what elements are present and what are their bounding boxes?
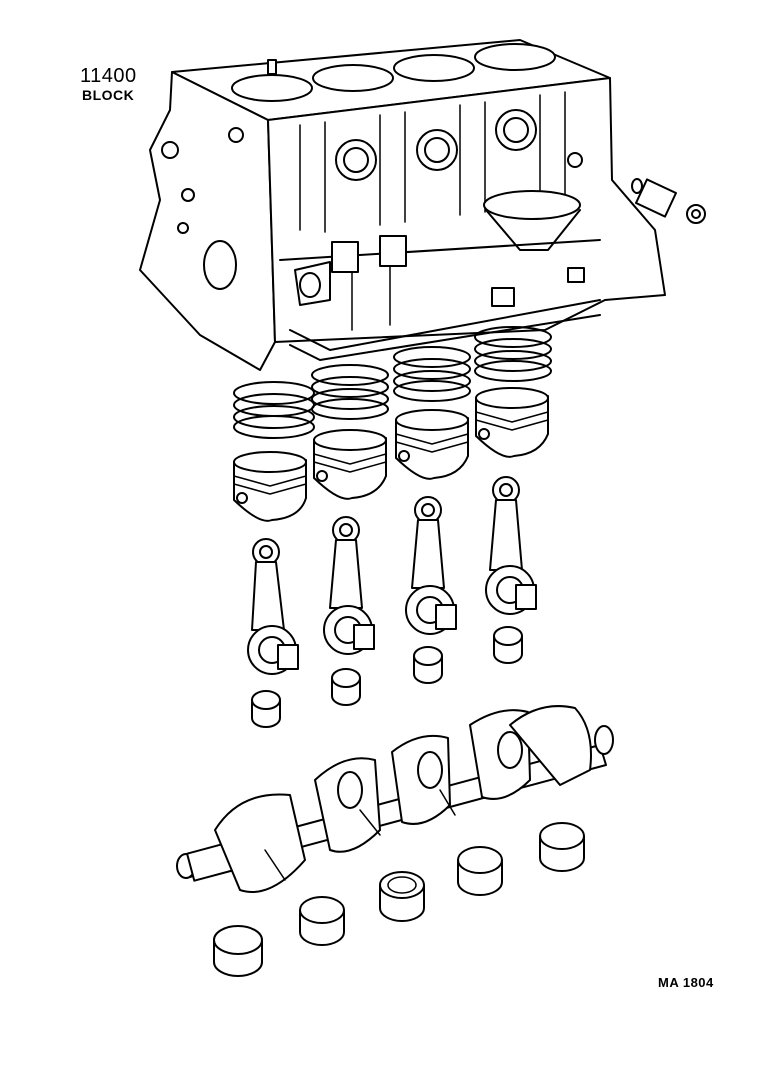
- main-bearings: [213, 822, 585, 977]
- connecting-rods: [247, 476, 537, 675]
- connecting-rod: [323, 516, 375, 655]
- ring-set: [233, 381, 315, 439]
- piston: [313, 429, 387, 500]
- part-number-label: 11400: [80, 65, 137, 87]
- ring-set: [474, 326, 552, 382]
- drain-plug: [631, 178, 706, 224]
- cylinder-block: [139, 39, 666, 371]
- cylinder-bores: [231, 43, 556, 102]
- reference-code-label: MA 1804: [658, 975, 714, 990]
- crankshaft: [176, 705, 614, 893]
- piston-ring-sets: [233, 326, 552, 439]
- connecting-rod: [405, 496, 457, 635]
- piston: [475, 387, 549, 458]
- main-bearing-bosses: [335, 109, 583, 181]
- connecting-rod: [485, 476, 537, 615]
- block-ribs: [299, 91, 566, 233]
- piston: [233, 451, 307, 522]
- part-name-label: BLOCK: [82, 87, 135, 103]
- ring-set: [393, 346, 471, 402]
- piston: [395, 409, 469, 480]
- pistons: [233, 387, 549, 522]
- connecting-rod: [247, 538, 299, 675]
- ring-set: [311, 364, 389, 420]
- rod-bearings: [251, 626, 523, 728]
